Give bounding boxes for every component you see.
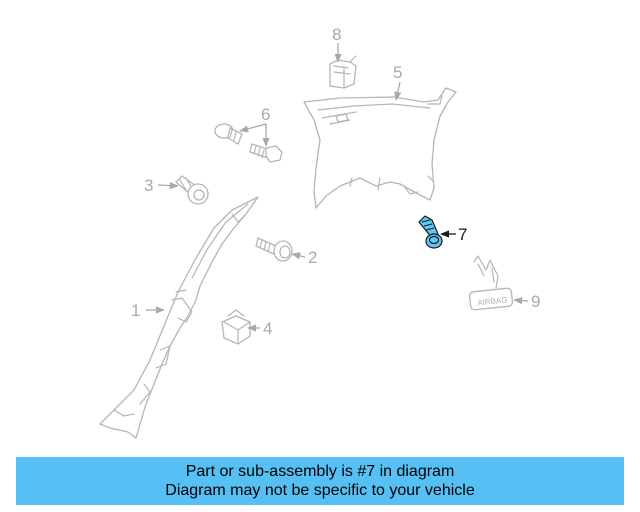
- callout-3: 3: [144, 176, 153, 195]
- callout-5: 5: [393, 63, 402, 82]
- info-banner: Part or sub-assembly is #7 in diagram Di…: [16, 457, 624, 505]
- part-4-bracket-clip: [221, 309, 251, 345]
- part-3-push-clip: [175, 175, 209, 205]
- parts-diagram: AIRBAG 1 2 3 4 5 6 7 8 9: [99, 25, 540, 439]
- callout-6: 6: [261, 105, 270, 124]
- callout-2: 2: [308, 248, 317, 267]
- callout-9: 9: [531, 292, 540, 311]
- callout-7: 7: [458, 225, 467, 244]
- airbag-badge-text: AIRBAG: [477, 295, 508, 307]
- part-6-bolt-grommet: [214, 123, 283, 163]
- part-9-airbag-badge: AIRBAG: [468, 255, 514, 311]
- leader-9: [513, 296, 529, 305]
- callout-4: 4: [263, 319, 272, 338]
- callout-8: 8: [332, 25, 341, 44]
- banner-line-1: Part or sub-assembly is #7 in diagram: [185, 463, 455, 480]
- banner-line-2: Diagram may not be specific to your vehi…: [165, 482, 475, 499]
- part-7-screw-highlighted: [418, 215, 443, 249]
- leader-5: [394, 81, 402, 101]
- part-8-clip: [329, 55, 357, 89]
- part-2-screw: [255, 237, 293, 262]
- leader-3: [157, 181, 179, 190]
- callout-1: 1: [131, 301, 140, 320]
- leader-2: [291, 252, 306, 260]
- part-1-pillar-trim: [99, 196, 259, 439]
- part-5-quarter-trim-panel: [303, 87, 457, 209]
- leader-6a: [239, 123, 267, 133]
